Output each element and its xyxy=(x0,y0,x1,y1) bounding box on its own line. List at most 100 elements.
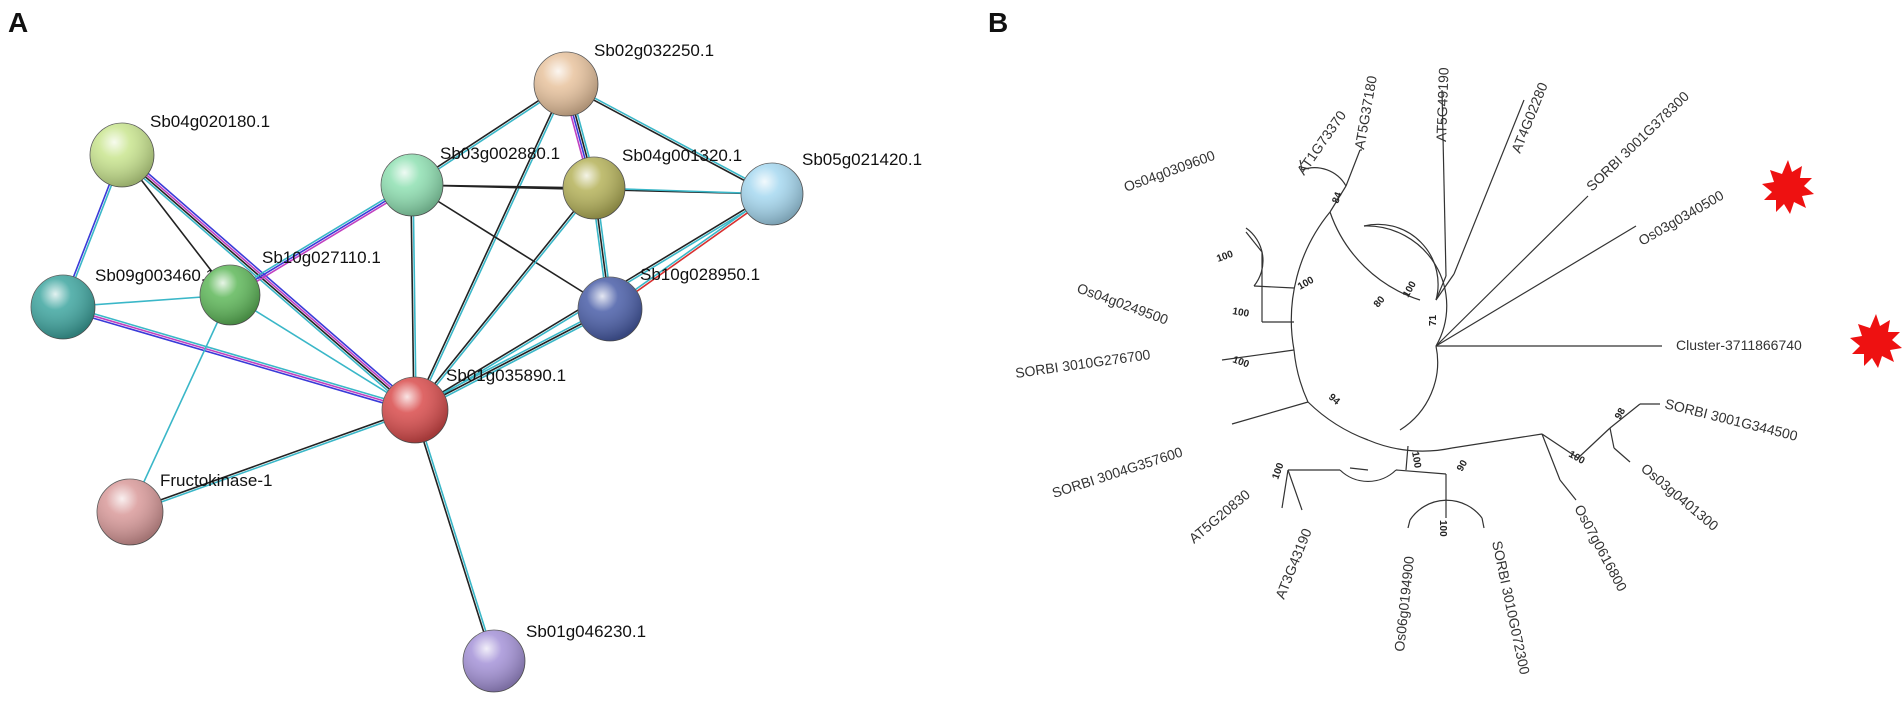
highlight-star-icon xyxy=(1850,314,1902,368)
network-edge xyxy=(62,308,415,413)
tree-branch xyxy=(1299,159,1303,171)
tree-branch xyxy=(1287,469,1303,511)
node-circle-sb02g032250[interactable] xyxy=(533,51,599,117)
tree-branch xyxy=(1245,227,1264,287)
panel-b-letter: B xyxy=(988,7,1008,38)
leaf-label-sorbi-3001g378300: SORBI 3001G378300 xyxy=(1583,88,1692,194)
node-sb10g027110[interactable]: Sb10g027110.1 xyxy=(199,248,381,326)
network-edge xyxy=(228,182,412,294)
bootstrap-value: 100 xyxy=(1401,279,1419,299)
tree-branch xyxy=(1609,427,1615,449)
network-edge xyxy=(412,184,417,410)
node-label-sb01g035890: Sb01g035890.1 xyxy=(446,366,566,385)
node-label-sb04g001320: Sb04g001320.1 xyxy=(622,146,742,165)
tree-branch xyxy=(1293,349,1309,403)
node-label-sb05g021420: Sb05g021420.1 xyxy=(802,150,922,169)
bootstrap-value: 90 xyxy=(1455,458,1470,474)
node-label-fructokinase: Fructokinase-1 xyxy=(160,471,272,490)
interaction-network: Sb02g032250.1 Sb04g020180.1 Sb03g002880.… xyxy=(30,41,922,693)
node-fructokinase[interactable]: Fructokinase-1 xyxy=(96,471,272,546)
network-edge xyxy=(63,304,416,409)
leaf-label-os07g0616800: Os07g0616800 xyxy=(1571,502,1630,594)
bootstrap-value: 71 xyxy=(1428,314,1439,326)
bootstrap-value: 98 xyxy=(1613,406,1628,422)
node-sb03g002880[interactable]: Sb03g002880.1 xyxy=(380,144,560,217)
leaf-label-os03g0401300: Os03g0401300 xyxy=(1638,460,1722,534)
tree-branch xyxy=(1345,149,1361,187)
node-label-sb10g027110: Sb10g027110.1 xyxy=(262,248,381,267)
network-edge xyxy=(413,186,594,410)
tree-branch xyxy=(1613,447,1631,463)
tree-branch xyxy=(1435,225,1637,347)
tree-branch xyxy=(1451,433,1543,449)
node-circle-sb01g046230[interactable] xyxy=(462,629,526,693)
tree-branch xyxy=(1577,427,1611,459)
tree-branch xyxy=(1329,185,1347,213)
node-circle-sb10g028950[interactable] xyxy=(577,276,643,342)
leaf-label-sorbi-3001g344500: SORBI 3001G344500 xyxy=(1663,395,1799,444)
tree-branch xyxy=(1290,211,1331,351)
bootstrap-value: 80 xyxy=(1372,294,1388,310)
network-edge xyxy=(129,294,231,513)
tree-branch xyxy=(1405,445,1409,471)
tree-branch xyxy=(1231,401,1309,425)
node-circle-sb04g020180[interactable] xyxy=(89,122,155,188)
network-edge xyxy=(119,156,414,414)
network-edge xyxy=(410,185,415,411)
leaf-label-at5g37180: AT5G37180 xyxy=(1351,74,1380,150)
node-sb02g032250[interactable]: Sb02g032250.1 xyxy=(533,41,714,117)
tree-branch xyxy=(1609,403,1641,429)
node-circle-sb05g021420[interactable] xyxy=(740,162,804,226)
network-edge xyxy=(415,84,568,411)
node-label-sb02g032250: Sb02g032250.1 xyxy=(594,41,714,60)
node-circle-sb09g003460[interactable] xyxy=(30,274,96,340)
network-edge xyxy=(130,410,416,514)
node-sb01g035890[interactable]: Sb01g035890.1 xyxy=(381,366,566,444)
leaf-label-cluster-3711866740: Cluster-3711866740 xyxy=(1676,337,1802,353)
tree-branch xyxy=(1481,517,1485,529)
bootstrap-value: 100 xyxy=(1270,461,1286,481)
bootstrap-value: 100 xyxy=(1215,249,1235,265)
highlight-star-icon xyxy=(1762,160,1814,214)
network-edge xyxy=(120,155,415,412)
node-circle-sb01g035890[interactable] xyxy=(381,376,449,444)
node-sb04g020180[interactable]: Sb04g020180.1 xyxy=(89,112,270,188)
node-label-sb09g003460: Sb09g003460.1 xyxy=(95,266,215,285)
tree-branch xyxy=(1349,467,1369,471)
bootstrap-value: 100 xyxy=(1231,306,1250,320)
node-circle-sb04g001320[interactable] xyxy=(562,156,626,220)
tree-branch xyxy=(1221,349,1295,361)
node-circle-fructokinase[interactable] xyxy=(96,478,164,546)
node-sb04g001320[interactable]: Sb04g001320.1 xyxy=(562,146,742,220)
tree-branch xyxy=(1407,519,1411,529)
node-sb05g021420[interactable]: Sb05g021420.1 xyxy=(740,150,922,226)
leaf-label-at3g43190: AT3G43190 xyxy=(1272,526,1315,601)
leaf-label-os04g0249500: Os04g0249500 xyxy=(1075,280,1171,328)
leaf-label-at5g20830: AT5G20830 xyxy=(1186,486,1253,546)
node-sb01g046230[interactable]: Sb01g046230.1 xyxy=(462,622,646,693)
leaf-label-sorbi-3004g357600: SORBI 3004G357600 xyxy=(1050,443,1185,500)
tree-branch xyxy=(1307,401,1369,441)
node-label-sb10g028950: Sb10g028950.1 xyxy=(640,265,760,284)
node-circle-sb10g027110[interactable] xyxy=(199,264,261,326)
network-edge xyxy=(230,186,414,298)
network-edge xyxy=(566,82,773,194)
network-edge xyxy=(122,153,417,410)
phylogenetic-tree: 84 100 71 100 100 80 100 94 100 100 100 … xyxy=(1014,67,1902,676)
panel-a-letter: A xyxy=(8,7,28,38)
tree-branch xyxy=(1339,469,1397,483)
tree-branch xyxy=(1329,211,1421,301)
tree-branch xyxy=(1301,167,1347,187)
network-edge xyxy=(565,84,772,196)
leaf-label-sorbi-3010g276700: SORBI 3010G276700 xyxy=(1014,346,1151,381)
node-circle-sb03g002880[interactable] xyxy=(380,153,444,217)
tree-branch xyxy=(1253,285,1295,289)
node-label-sb03g002880: Sb03g002880.1 xyxy=(440,144,560,163)
leaf-label-at1g73370: AT1G73370 xyxy=(1293,107,1349,177)
network-edge xyxy=(229,184,413,296)
leaf-label-os03g0340500: Os03g0340500 xyxy=(1636,187,1727,249)
tree-leaf-labels: AT5G37180 AT1G73370 AT5G49190 AT4G02280 … xyxy=(1014,67,1802,676)
tree-branch xyxy=(1541,433,1561,481)
tree-branch xyxy=(1367,439,1453,452)
